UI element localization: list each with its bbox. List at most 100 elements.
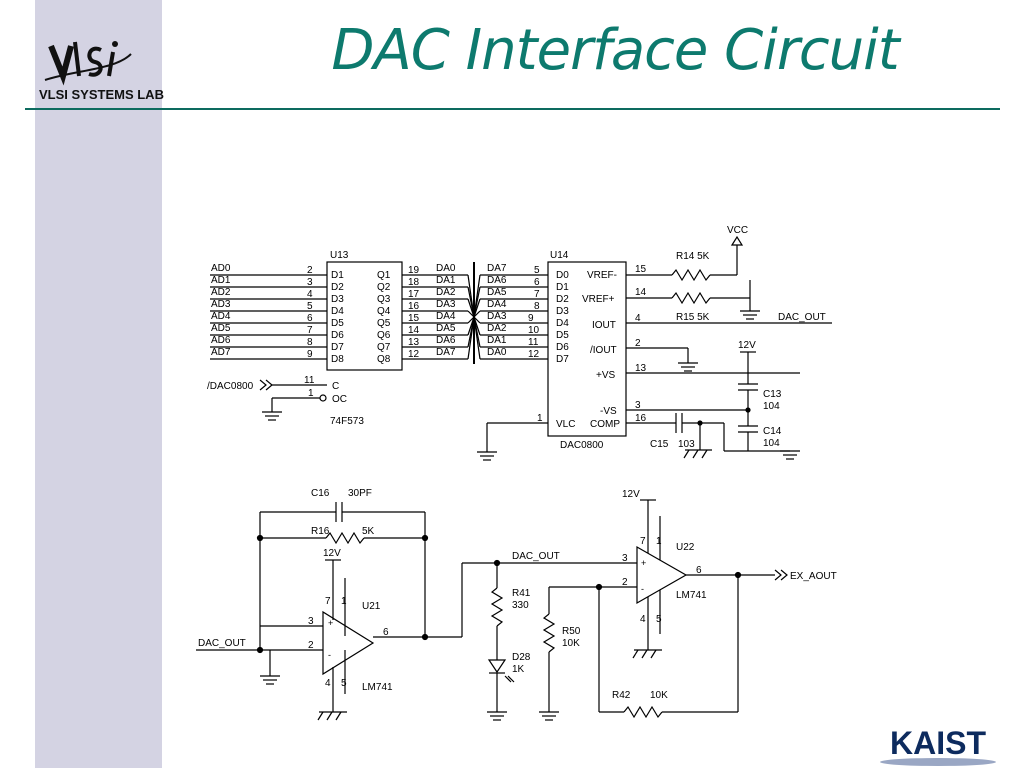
pin-number: 4 [640, 614, 646, 625]
u22-ref: U22 [676, 542, 695, 553]
vref-resistor [671, 291, 711, 305]
pin-label: OC [332, 394, 347, 405]
pin-number: 2 [308, 640, 314, 651]
pin-label: Q6 [377, 330, 391, 341]
r15-label: R15 5K [676, 312, 710, 323]
ground-symbol [262, 411, 282, 421]
r50-value: 10K [562, 638, 580, 649]
r16-resistor [325, 531, 365, 545]
pin-label: Q7 [377, 342, 391, 353]
kaist-logo-text: KAIST [890, 725, 986, 761]
u14-dac-body [547, 261, 627, 437]
page-title: DAC Interface Circuit [331, 18, 899, 83]
d28-label: D28 [512, 652, 531, 663]
pin-label: VREF- [587, 270, 617, 281]
opamp-plus: + [641, 558, 646, 568]
u22-part: LM741 [676, 590, 707, 601]
net-label: DA5 [436, 323, 456, 334]
pin-label: Q2 [377, 282, 391, 293]
pin-number: 2 [622, 577, 628, 588]
net-label: DA0 [436, 263, 456, 274]
output-port-arrow [774, 569, 788, 581]
net-label: DA1 [487, 335, 507, 346]
pin-number: 10 [528, 325, 540, 336]
net-label: DA2 [436, 287, 456, 298]
pin-number: 12 [408, 349, 420, 360]
r42-label: R42 [612, 690, 631, 701]
r16-label: R16 [311, 526, 330, 537]
pin-number: 8 [307, 337, 313, 348]
pin-label: D3 [556, 306, 569, 317]
net-label: AD5 [211, 323, 231, 334]
u21-part: LM741 [362, 682, 393, 693]
pin-label: Q5 [377, 318, 391, 329]
pin-number: 1 [341, 596, 347, 607]
pin-number: 6 [383, 627, 389, 638]
pin-number: 7 [640, 536, 646, 547]
pin-number: 14 [408, 325, 420, 336]
pin-label: D5 [556, 330, 569, 341]
pin-number: 9 [528, 313, 534, 324]
pin-number: 4 [635, 313, 641, 324]
pin-label: D5 [331, 318, 344, 329]
pin-number: 16 [408, 301, 420, 312]
led-light-icon [504, 675, 515, 683]
net-label: DA6 [436, 335, 456, 346]
net-label: AD2 [211, 287, 231, 298]
pin-label: IOUT [592, 320, 616, 331]
pin-label: Q4 [377, 306, 391, 317]
dac-out-label: DAC_OUT [778, 312, 826, 323]
pin-number: 4 [307, 289, 313, 300]
dac-out-net-label: DAC_OUT [512, 551, 560, 562]
net-label: AD4 [211, 311, 231, 322]
ground-symbol [678, 362, 698, 372]
junction-dot [421, 633, 429, 641]
chassis-ground [632, 649, 662, 659]
pin-number: 12 [528, 349, 540, 360]
pin-number: 15 [635, 264, 647, 275]
r50-label: R50 [562, 626, 581, 637]
pin-label: -VS [600, 406, 617, 417]
net-label: DA7 [436, 347, 456, 358]
pin-number: 5 [307, 301, 313, 312]
pin-label: D2 [331, 282, 344, 293]
bus-crossover [467, 262, 481, 364]
c14-label: C14 [763, 426, 782, 437]
pin-number: 1 [308, 388, 314, 399]
pin-number: 18 [408, 277, 420, 288]
c16-label: C16 [311, 488, 330, 499]
input-port-arrow [259, 379, 273, 391]
c13-label: C13 [763, 389, 782, 400]
pin-label: +VS [596, 370, 616, 381]
r41-label: R41 [512, 588, 531, 599]
pin-number: 14 [635, 287, 647, 298]
vlsi-logo-mark [44, 41, 132, 86]
pin-number: 1 [656, 536, 662, 547]
c15-label: C15 [650, 439, 669, 450]
pin-label: VLC [556, 419, 575, 430]
pin-number: 3 [307, 277, 313, 288]
pin-number: 3 [622, 553, 628, 564]
net-label: DA4 [436, 311, 456, 322]
kaist-logo: KAIST [880, 725, 996, 766]
supply-label: 12V [323, 548, 341, 559]
supply-label: 12V [738, 340, 756, 351]
vlsi-logo: VLSI SYSTEMS LAB [39, 41, 164, 102]
net-label: AD7 [211, 347, 231, 358]
pin-label: COMP [590, 419, 620, 430]
chassis-ground [317, 711, 347, 721]
pin-label: D1 [556, 282, 569, 293]
pin-number: 13 [635, 363, 647, 374]
net-label: AD6 [211, 335, 231, 346]
net-label: DA6 [487, 275, 507, 286]
pin-label: D7 [331, 342, 344, 353]
net-label: DA5 [487, 287, 507, 298]
pin-label: Q8 [377, 354, 391, 365]
c16-value: 30PF [348, 488, 372, 499]
ground-symbol [539, 711, 559, 721]
c14-value: 104 [763, 438, 780, 449]
u13-ref: U13 [330, 250, 349, 261]
pin-number: 16 [635, 413, 647, 424]
pin-number: 8 [534, 301, 540, 312]
